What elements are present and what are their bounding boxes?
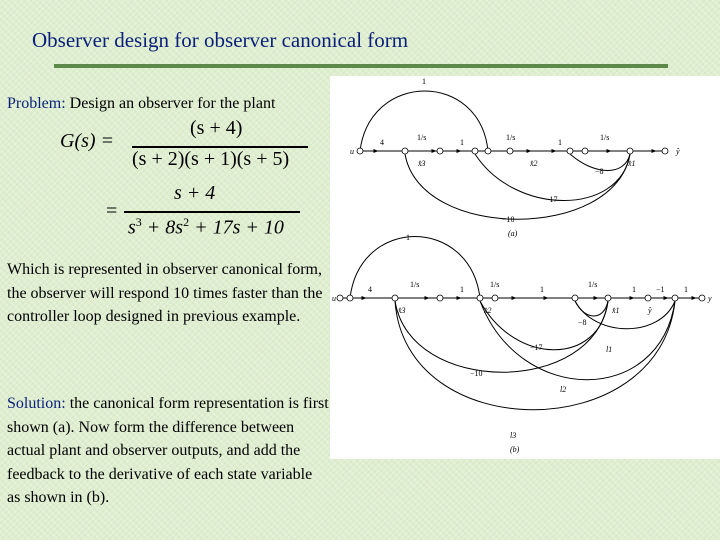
fb2-a <box>474 153 631 201</box>
diagram-a <box>357 90 665 220</box>
node-input-b <box>336 294 344 302</box>
fraction-bar-1 <box>132 146 308 148</box>
branch-unity-a <box>357 90 489 154</box>
gain-input-a: 4 <box>380 138 384 147</box>
fb2-label-b: −17 <box>530 343 543 352</box>
l3-path-b <box>394 300 676 411</box>
solution-paragraph: Solution: the canonical form representat… <box>7 392 329 510</box>
svg-text:1/s: 1/s <box>588 280 597 289</box>
fb1-label-a: −8 <box>595 167 604 176</box>
gain-l1-b: l1 <box>606 345 612 354</box>
gain-l2-b: l2 <box>560 385 566 394</box>
state-x3-a: x̂3 <box>417 159 426 168</box>
problem-label: Problem: <box>7 95 66 112</box>
l2-path-b <box>479 300 676 381</box>
svg-text:1/s: 1/s <box>600 133 609 142</box>
caption-a: (a) <box>508 229 518 238</box>
node-output-a <box>661 147 669 155</box>
gain-l3-b: l3 <box>510 431 516 440</box>
node-input-a <box>356 147 364 155</box>
fb3-label-a: −10 <box>502 215 515 224</box>
fb1-label-b: −8 <box>578 318 587 327</box>
title-underline <box>54 64 668 68</box>
fb3-label-b: −10 <box>470 369 483 378</box>
fb3-a <box>404 153 631 220</box>
diagram-b <box>340 236 702 411</box>
equals-sign: = <box>106 200 118 222</box>
svg-text:1/s: 1/s <box>506 133 515 142</box>
output-label-b: y <box>707 294 712 303</box>
svg-text:1: 1 <box>540 285 544 294</box>
minus-one-b: −1 <box>656 285 665 294</box>
nodes-b <box>336 294 706 302</box>
svg-text:1/s: 1/s <box>417 133 426 142</box>
fb2-label-a: −17 <box>545 195 558 204</box>
branch-unity-b <box>347 236 481 301</box>
svg-text:1: 1 <box>460 285 464 294</box>
description-paragraph: Which is represented in observer canonic… <box>7 261 323 325</box>
state-x2-a: x̂2 <box>529 159 538 168</box>
numerator-factored: (s + 4) <box>190 117 243 139</box>
numerator-expanded: s + 4 <box>174 182 216 204</box>
labels-a: u ŷ 4 1/s 1 1/s 1 1/s 1 x̂3 x̂2 x̂1 −8 −… <box>350 77 680 238</box>
l1-path-b <box>574 300 676 330</box>
node-output-b <box>698 294 706 302</box>
nodes-a <box>356 147 669 155</box>
fraction-bar-2 <box>124 211 300 213</box>
solution-text: the canonical form representation is fir… <box>7 395 329 506</box>
fb1-a <box>569 153 631 171</box>
svg-text:1: 1 <box>684 285 688 294</box>
state-yhat-b: ŷ <box>647 306 652 315</box>
branch-unity-label-a: 1 <box>422 77 426 86</box>
state-x3-b: x̂3 <box>397 306 406 315</box>
fb2-b <box>479 300 609 351</box>
state-x1-b: x̂1 <box>611 306 620 315</box>
gain-input-b: 4 <box>368 285 372 294</box>
branch-unity-label-b: 1 <box>406 233 410 242</box>
problem-paragraph: Problem: Design an observer for the plan… <box>7 92 329 116</box>
svg-text:1: 1 <box>632 285 636 294</box>
input-label-a: u <box>350 147 354 156</box>
labels-b: u y 4 1/s 1 1/s 1 1/s 1 −1 1 1 x̂3 x̂2 x… <box>332 233 712 454</box>
signal-flow-svg: u ŷ 4 1/s 1 1/s 1 1/s 1 x̂3 x̂2 x̂1 −8 −… <box>332 77 712 454</box>
state-x2-b: x̂2 <box>483 306 492 315</box>
output-label-a: ŷ <box>675 147 680 156</box>
svg-text:1/s: 1/s <box>410 280 419 289</box>
denominator-factored: (s + 2)(s + 1)(s + 5) <box>132 148 290 170</box>
problem-text: Design an observer for the plant <box>65 95 276 112</box>
denominator-expanded: s3 + 8s2 + 17s + 10 <box>128 215 284 239</box>
svg-text:1/s: 1/s <box>490 280 499 289</box>
state-x1-a: x̂1 <box>627 159 636 168</box>
caption-b: (b) <box>510 445 520 454</box>
fb3-b <box>394 300 609 373</box>
solution-label: Solution: <box>7 395 66 412</box>
input-label-b: u <box>332 294 336 303</box>
signal-flow-diagrams: u ŷ 4 1/s 1 1/s 1 1/s 1 x̂3 x̂2 x̂1 −8 −… <box>330 76 720 459</box>
transfer-function-lhs: G(s) = <box>60 130 115 152</box>
slide-title: Observer design for observer canonical f… <box>32 28 409 52</box>
svg-text:1: 1 <box>558 138 562 147</box>
svg-text:1: 1 <box>460 138 464 147</box>
